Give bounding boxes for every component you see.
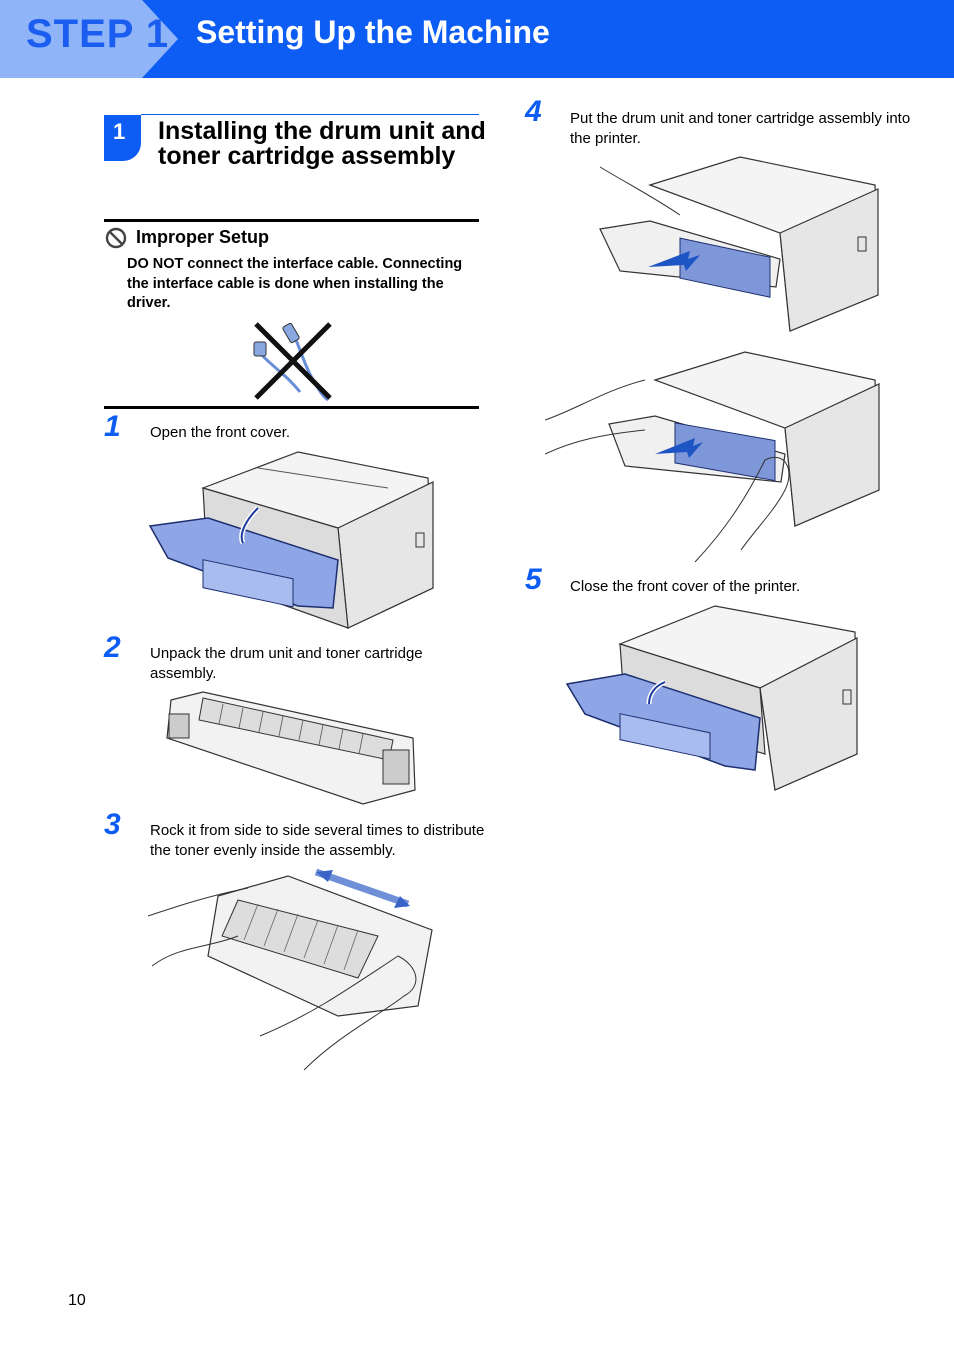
page-title: Setting Up the Machine — [196, 14, 550, 50]
page-number: 10 — [68, 1292, 86, 1309]
step-text-1: Open the front cover. — [150, 424, 291, 441]
step-text-3: Rock it from side to side several times … — [150, 822, 485, 859]
printer-open-cover-illustration — [148, 451, 434, 629]
step-number-3: 3 — [104, 808, 121, 841]
close-cover-illustration — [565, 605, 858, 791]
drum-unit-illustration — [166, 691, 416, 805]
step-number-2: 2 — [104, 631, 121, 664]
improper-bottom-rule — [104, 406, 479, 409]
rock-drum-illustration — [148, 868, 433, 1071]
section-number-badge — [104, 115, 141, 161]
page-header: STEP 1 Setting Up the Machine — [0, 0, 954, 78]
step-label: STEP 1 — [26, 12, 170, 56]
insert-drum-illustration-top — [599, 156, 879, 332]
prohibited-icon — [105, 227, 127, 249]
step-number-1: 1 — [104, 410, 121, 443]
improper-setup-text: DO NOT connect the interface cable. Conn… — [127, 256, 463, 311]
step-text-4: Put the drum unit and toner cartridge as… — [570, 110, 911, 147]
step-number-5: 5 — [525, 563, 542, 596]
insert-drum-illustration-bottom — [545, 351, 880, 563]
no-cable-icon — [253, 322, 332, 402]
step-number-4: 4 — [525, 95, 542, 128]
step-tab-shape — [0, 0, 178, 78]
section-rule — [141, 114, 479, 115]
section-title: Installing the drum unit and toner cartr… — [158, 117, 486, 170]
step-text-2: Unpack the drum unit and toner cartridge… — [150, 645, 423, 682]
improper-top-rule — [104, 219, 479, 222]
improper-setup-title: Improper Setup — [136, 227, 270, 247]
step-text-5: Close the front cover of the printer. — [570, 578, 801, 595]
section-number: 1 — [113, 119, 126, 144]
